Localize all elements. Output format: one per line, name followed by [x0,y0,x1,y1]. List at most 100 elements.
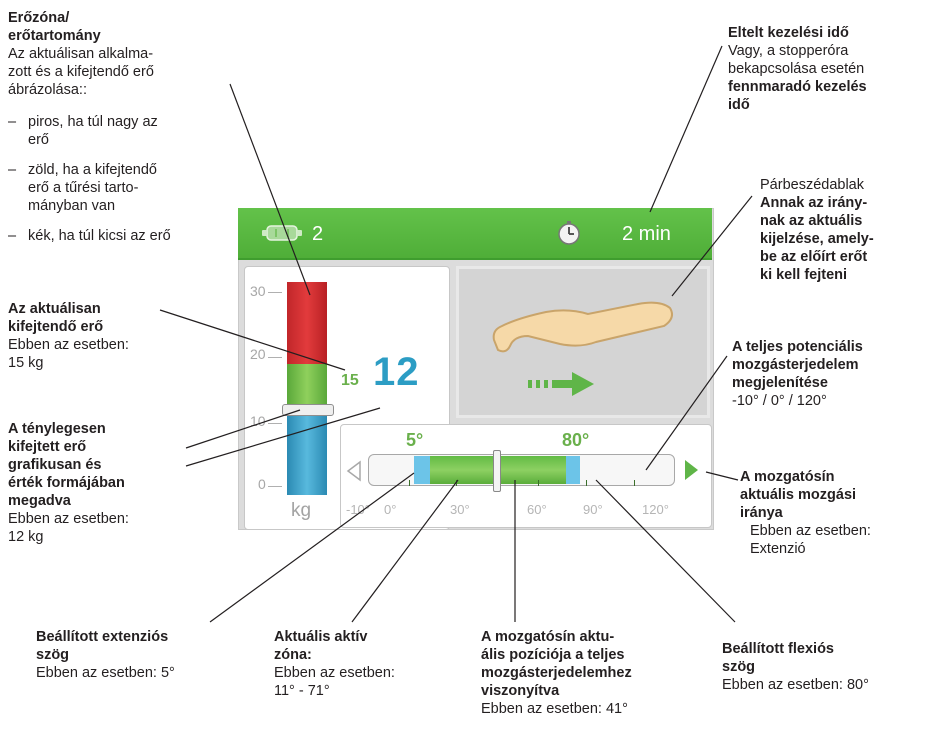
annotation-title: idő [728,97,750,113]
annotation-flexion-angle: Beállított flexiós szög Ebben az esetben… [722,640,927,694]
current-position-marker [493,450,501,492]
annotation-title: Annak az irány- [760,195,868,211]
annotation-target-force: Az aktuálisan kifejtendő erő Ebben az es… [8,300,178,372]
force-tick-0: 0 [258,476,266,492]
axis-tick-0: 0° [384,502,397,517]
annotation-text: Párbeszédablak [760,177,864,193]
target-force-value: 15 [341,372,359,389]
annotation-text: 12 kg [8,529,44,545]
annotation-text: Ebben az esetben: [8,337,129,353]
clock-icon [558,221,580,245]
annotation-title: aktuális mozgási [740,487,857,503]
leg-icon [492,301,673,353]
extension-limit-zone [414,456,430,484]
annotation-title: Erőzóna/ [8,10,70,26]
force-tick-30: 30 [250,283,266,299]
annotation-text: Az aktuálisan alkalma- [8,46,154,62]
annotation-title: kifejtendő erő [8,319,104,335]
force-zone-too-low [287,410,327,495]
axis-mark [634,480,635,486]
force-zone-too-high [287,282,327,364]
actual-force-value: 12 [373,350,420,394]
extension-angle-label: 5° [406,430,424,450]
bullet-text: erő [28,132,49,148]
annotation-title: szög [36,647,70,663]
annotation-text: ábrázolása:: [8,82,87,98]
bullet-red: piros, ha túl nagy az erő [8,113,233,149]
axis-mark [409,480,410,486]
axis-mark [538,480,539,486]
annotation-active-zone: Aktuális aktív zóna: Ebben az esetben: 1… [274,628,454,700]
right-direction-icon [685,460,698,480]
axis-tick-minus10: -10° [346,502,370,517]
annotation-title: A ténylegesen [8,421,106,437]
arrow-right-icon [528,372,594,396]
bullet-text: piros, ha túl nagy az [28,114,158,130]
annotation-title: mozgásterjedelem [732,357,859,373]
annotation-elapsed-time: Eltelt kezelési idő Vagy, a stopperóra b… [728,24,928,114]
axis-tick-120: 120° [642,502,669,517]
annotation-title: Aktuális aktív [274,629,368,645]
annotation-text: zott és a kifejtendő erő [8,64,154,80]
annotation-text: Ebben az esetben: 5° [36,665,175,681]
annotation-title: szög [722,659,756,675]
annotation-text: -10° / 0° / 120° [732,393,827,409]
annotation-text: Ebben az esetben: [274,665,395,681]
bullet-blue: kék, ha túl kicsi az erő [8,227,233,245]
annotation-title: Az aktuálisan [8,301,101,317]
annotation-text: 15 kg [8,355,44,371]
annotation-title: A mozgatósín aktu- [481,629,615,645]
annotation-title: mozgásterjedelemhez [481,665,632,681]
annotation-motion-direction: A mozgatósín aktuális mozgási iránya Ebb… [740,468,928,558]
flexion-limit-zone [566,456,580,484]
annotation-title: Beállított extenziós [36,629,169,645]
annotation-title: grafikusan és [8,457,102,473]
annotation-title: viszonyítva [481,683,560,699]
actual-force-marker [282,404,334,416]
tick-line [268,357,282,358]
treatment-time: 2 min [622,223,671,245]
annotation-title: A mozgatósín [740,469,835,485]
annotation-title: zóna: [274,647,312,663]
annotation-text: 11° - 71° [274,683,330,699]
annotation-text: Vagy, a stopperóra [728,43,849,59]
status-bar [238,208,712,260]
annotation-title: erőtartomány [8,28,101,44]
force-zone-target [287,364,327,410]
annotation-extension-angle: Beállított extenziós szög Ebben az esetb… [36,628,236,682]
annotation-position: A mozgatósín aktu- ális pozíciója a telj… [481,628,691,718]
annotation-text: Extenzió [750,541,806,557]
repetition-count: 2 [312,223,324,245]
annotation-title: kifejtett erő [8,439,87,455]
annotation-title: megjelenítése [732,375,828,391]
annotation-title: be az előírt erőt [760,249,868,265]
axis-mark [586,480,587,486]
annotation-title: iránya [740,505,783,521]
axis-tick-90: 90° [583,502,603,517]
battery-icon [262,225,302,241]
force-unit: kg [291,500,312,521]
annotation-actual-force: A ténylegesen kifejtett erő grafikusan é… [8,420,186,546]
bullet-text: zöld, ha a kifejtendő [28,162,157,178]
annotation-title: Eltelt kezelési idő [728,25,849,41]
annotation-text: Ebben az esetben: 80° [722,677,869,693]
bullet-green: zöld, ha a kifejtendő erő a tűrési tarto… [8,161,233,215]
left-direction-icon [346,460,361,482]
annotation-text: bekapcsolása esetén [728,61,865,77]
annotation-title: ális pozíciója a teljes [481,647,625,663]
annotation-full-range: A teljes potenciális mozgásterjedelem me… [732,338,928,410]
flexion-angle-label: 80° [562,430,590,450]
annotation-title: fennmaradó kezelés [728,79,867,95]
annotation-title: A teljes potenciális [732,339,863,355]
annotation-dialog: Párbeszédablak Annak az irány- nak az ak… [760,176,928,284]
bullet-text: kék, ha túl kicsi az erő [28,228,171,244]
annotation-text: Ebben az esetben: [8,511,129,527]
tick-line [268,292,282,293]
axis-tick-30: 30° [450,502,470,517]
annotation-force-zone: Erőzóna/ erőtartomány Az aktuálisan alka… [8,9,233,245]
annotation-text: Ebben az esetben: [750,523,871,539]
annotation-title: kijelzése, amely- [760,231,874,247]
annotation-title: nak az aktuális [760,213,863,229]
annotation-title: Beállított flexiós [722,641,834,657]
